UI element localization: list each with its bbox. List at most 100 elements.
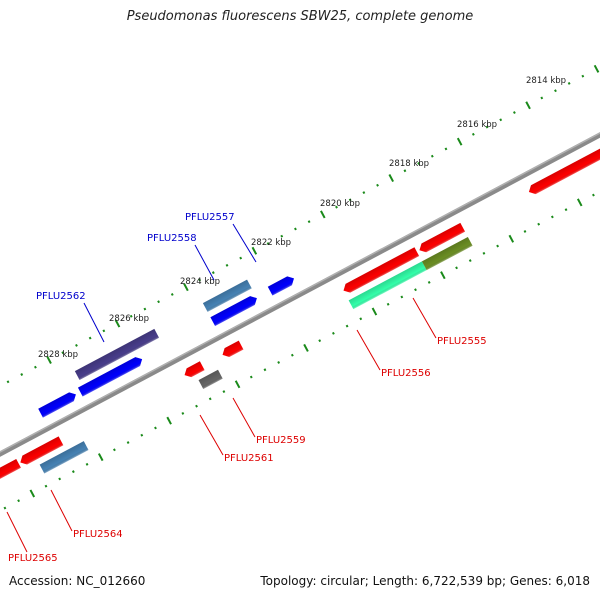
- minor-tick: [335, 205, 338, 209]
- major-tick: [251, 246, 258, 255]
- tick-label: 2816 kbp: [457, 120, 497, 130]
- minor-tick: [113, 448, 116, 452]
- minor-tick: [88, 336, 92, 340]
- minor-tick: [455, 266, 458, 270]
- map-title: Pseudomonas fluorescens SBW25, complete …: [126, 9, 474, 24]
- tick-label: 2814 kbp: [526, 76, 566, 86]
- major-tick: [29, 489, 36, 498]
- gene-label-pflu2558[interactable]: PFLU2558: [147, 233, 197, 244]
- minor-tick: [3, 506, 7, 510]
- leader-line: [194, 244, 215, 281]
- minor-tick: [345, 324, 349, 328]
- gene-label-pflu2562[interactable]: PFLU2562: [36, 291, 86, 302]
- backbone: [0, 104, 600, 475]
- gene-arrow-reverse-shading: [528, 107, 600, 195]
- minor-tick: [170, 293, 174, 296]
- upper-tick-track: [6, 64, 600, 384]
- gene-PFLU2555-shading: [421, 236, 473, 271]
- minor-tick: [75, 343, 78, 347]
- gene-PFLU2561-shading: [198, 369, 223, 389]
- gene-label-pflu2565[interactable]: PFLU2565: [8, 553, 58, 564]
- minor-tick: [417, 162, 421, 165]
- major-tick: [183, 283, 189, 292]
- tick-label: 2828 kbp: [38, 350, 78, 360]
- minor-tick: [400, 295, 404, 299]
- minor-tick: [537, 222, 541, 226]
- gene-PFLU2564-shading: [39, 441, 89, 474]
- minor-tick: [485, 125, 489, 129]
- major-tick: [508, 234, 515, 243]
- minor-tick: [482, 251, 486, 255]
- gene-PFLU2561-adjacent-shading: [184, 361, 205, 378]
- tick-label: 2824 kbp: [180, 277, 220, 287]
- minor-tick: [331, 331, 335, 335]
- minor-tick: [513, 111, 516, 114]
- tick-label: 2820 kbp: [320, 199, 360, 209]
- major-tick: [388, 174, 394, 183]
- gene-arrow-reverse-shading: [20, 436, 64, 465]
- minor-tick: [468, 259, 472, 263]
- minor-tick: [34, 365, 37, 369]
- minor-tick: [198, 278, 202, 282]
- minor-tick: [277, 361, 281, 364]
- major-tick: [371, 307, 378, 316]
- minor-tick: [181, 411, 185, 415]
- minor-tick: [496, 244, 500, 248]
- gene-label-pflu2555[interactable]: PFLU2555: [437, 336, 487, 347]
- gene-PFLU2562-shading: [74, 328, 160, 380]
- gene-arrow-reverse-shading: [419, 222, 466, 253]
- minor-tick: [6, 380, 10, 384]
- minor-tick: [359, 317, 363, 321]
- minor-tick: [143, 307, 147, 311]
- minor-tick: [290, 353, 294, 357]
- minor-tick: [403, 169, 407, 173]
- minor-tick: [263, 368, 267, 372]
- major-tick: [576, 198, 583, 207]
- minor-tick: [307, 220, 311, 224]
- minor-tick: [362, 191, 366, 195]
- minor-tick: [430, 154, 434, 158]
- minor-tick: [414, 288, 417, 292]
- leader-line: [50, 489, 73, 532]
- minor-tick: [444, 147, 448, 151]
- leader-line: [199, 414, 224, 456]
- leader-line: [232, 223, 257, 263]
- gene-PFLU2557-shading: [267, 276, 294, 296]
- gene-label-pflu2557[interactable]: PFLU2557: [185, 212, 235, 223]
- major-tick: [234, 380, 241, 389]
- minor-tick: [208, 397, 212, 401]
- gene-arrow-forward-shading: [77, 357, 143, 397]
- minor-tick: [44, 484, 48, 488]
- accession-text: Accession: NC_012660: [9, 574, 146, 588]
- minor-tick: [499, 118, 503, 122]
- leader-line: [6, 511, 28, 553]
- minor-tick: [154, 426, 157, 430]
- minor-tick: [225, 263, 229, 267]
- major-tick: [440, 271, 446, 280]
- minor-tick: [471, 132, 475, 136]
- leader-line: [232, 397, 256, 438]
- minor-tick: [129, 314, 133, 318]
- leader-line: [412, 297, 437, 339]
- major-tick: [303, 343, 309, 352]
- gene-label-pflu2564[interactable]: PFLU2564: [73, 529, 123, 540]
- gene-label-pflu2559[interactable]: PFLU2559: [256, 435, 306, 446]
- minor-tick: [318, 339, 322, 343]
- minor-tick: [249, 375, 253, 379]
- major-tick: [456, 137, 463, 146]
- minor-tick: [85, 462, 89, 466]
- minor-tick: [195, 404, 198, 408]
- major-tick: [525, 101, 531, 110]
- tick-label: 2818 kbp: [389, 159, 429, 169]
- minor-tick: [376, 183, 379, 187]
- minor-tick: [211, 271, 215, 275]
- minor-tick: [567, 81, 571, 85]
- minor-tick: [523, 230, 527, 233]
- minor-tick: [20, 373, 24, 376]
- minor-tick: [540, 96, 544, 100]
- gene-arrow-forward-shading: [38, 392, 76, 418]
- gene-label-pflu2556[interactable]: PFLU2556: [381, 368, 431, 379]
- minor-tick: [294, 227, 297, 231]
- gene-label-pflu2561[interactable]: PFLU2561: [224, 453, 274, 464]
